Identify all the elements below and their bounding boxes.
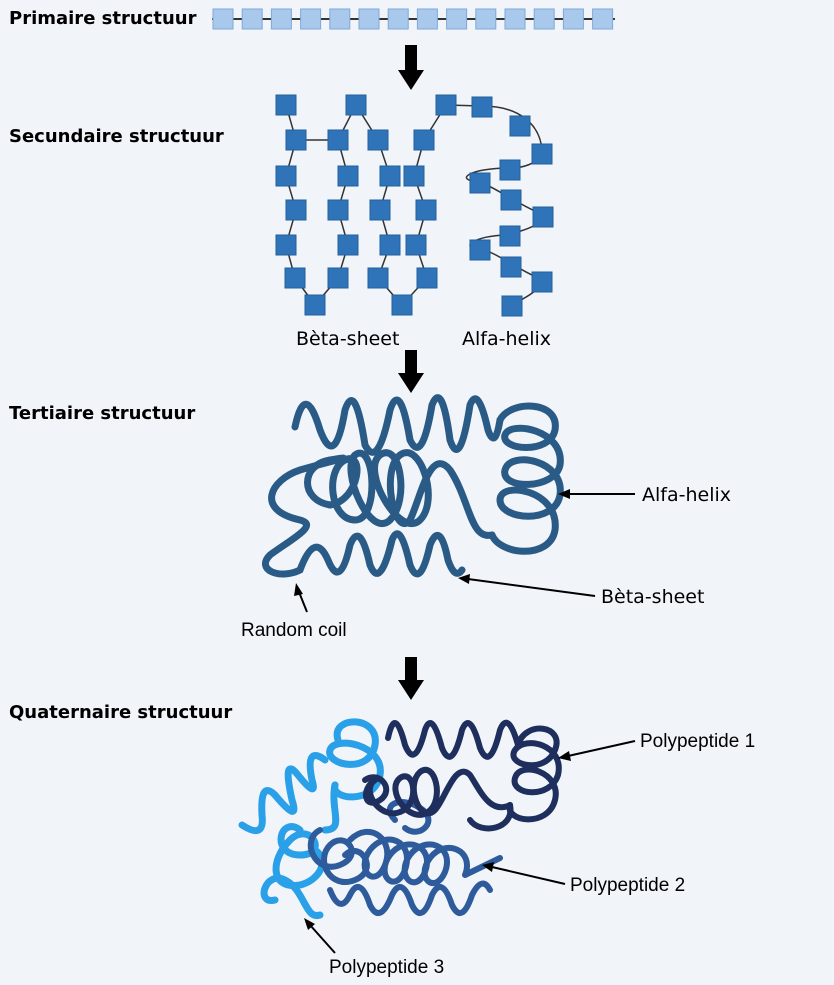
secondary-alpha-helix [435, 94, 554, 317]
tertiary-beta-sheet-label: Bèta-sheet [601, 586, 705, 608]
tertiary-alpha-helix-label: Alfa-helix [642, 484, 731, 506]
polypeptide-2-arrow [482, 862, 566, 885]
primary-residue [241, 8, 263, 30]
polypeptide-1-chain [362, 719, 562, 832]
down-arrow-2 [398, 350, 424, 393]
polypeptide-2-label: Polypeptide 2 [570, 875, 686, 896]
primary-residue [562, 8, 584, 30]
tertiary-random-coil-arrow [294, 583, 308, 613]
primary-residue [504, 8, 526, 30]
primary-residue [446, 8, 468, 30]
primary-residue [270, 8, 292, 30]
down-arrow-3 [398, 657, 424, 700]
primary-residue [212, 8, 234, 30]
heading-tertiary-structure: Tertiaire structuur [9, 403, 196, 424]
primary-chain [212, 8, 615, 30]
primary-residue [358, 8, 380, 30]
polypeptide-3-label: Polypeptide 3 [329, 957, 445, 978]
primary-residue [416, 8, 438, 30]
tertiary-alpha-helix-arrow [558, 489, 635, 499]
primary-residue [475, 8, 497, 30]
heading-primary-structure: Primaire structuur [9, 8, 197, 29]
primary-residue [533, 8, 555, 30]
primary-residue [387, 8, 409, 30]
polypeptide-1-arrow [558, 740, 636, 761]
tertiary-structure [262, 394, 564, 578]
heading-quaternary-structure: Quaternaire structuur [9, 702, 233, 723]
polypeptide-2-chain [307, 799, 503, 916]
secondary-beta-sheet [275, 94, 447, 316]
primary-residue [329, 8, 351, 30]
secondary-alpha-helix-label: Alfa-helix [462, 328, 551, 350]
heading-secondary-structure: Secundaire structuur [9, 126, 224, 147]
polypeptide-3-arrow [304, 918, 336, 954]
tertiary-random-coil-label: Random coil [241, 620, 347, 641]
primary-residue [300, 8, 322, 30]
polypeptide-1-label: Polypeptide 1 [640, 731, 756, 752]
secondary-beta-sheet-label: Bèta-sheet [296, 328, 400, 350]
primary-residue [592, 8, 614, 30]
tertiary-beta-sheet-arrow [458, 574, 596, 597]
down-arrow-1 [398, 45, 424, 90]
